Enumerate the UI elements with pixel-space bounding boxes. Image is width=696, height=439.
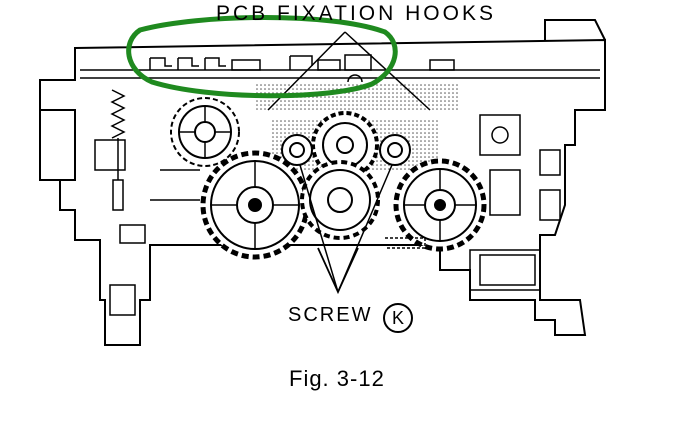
large-gear-right <box>393 158 487 252</box>
center-top-gear <box>311 111 379 179</box>
chassis-left-bracket <box>39 80 60 181</box>
screw-letter-badge: K <box>383 303 413 333</box>
screw-label: SCREW <box>288 304 373 326</box>
chassis-right-bracket <box>544 19 606 41</box>
screw-left <box>281 134 313 166</box>
center-lower-gear <box>300 160 380 240</box>
figure-caption: Fig. 3-12 <box>289 366 385 391</box>
diagram-title: PCB FIXATION HOOKS <box>216 2 496 25</box>
mechanism-details <box>94 114 561 316</box>
screw-leader-lines <box>299 164 393 295</box>
chassis-outline <box>39 38 606 346</box>
large-gear-left <box>200 150 310 260</box>
highlight-circle <box>126 15 398 99</box>
small-gear-left <box>170 97 240 167</box>
screw-right <box>379 134 411 166</box>
spring-icon <box>110 89 126 211</box>
